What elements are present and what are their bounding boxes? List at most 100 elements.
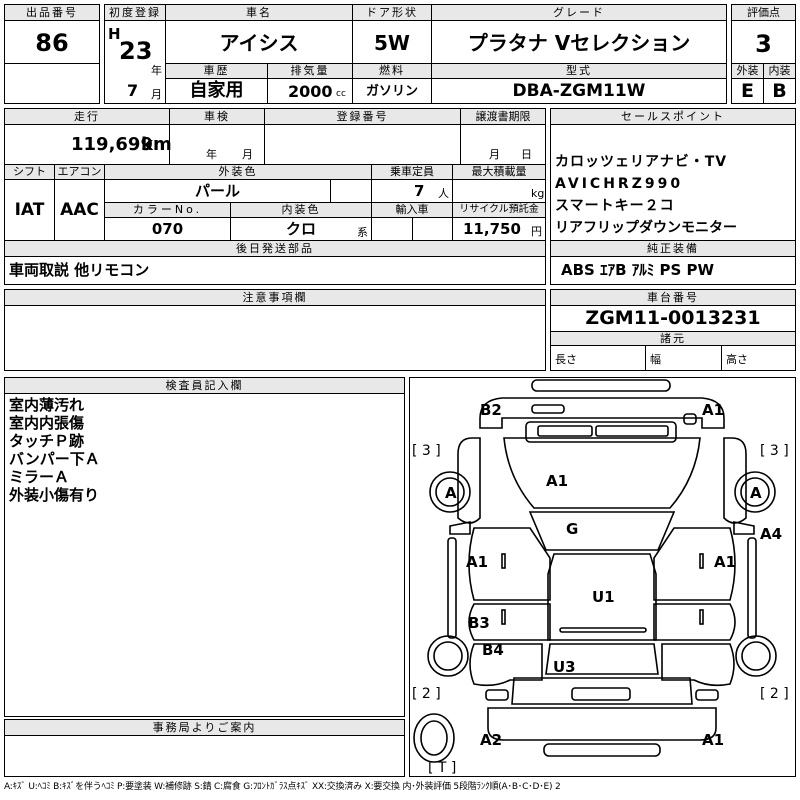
right-mirror [733,521,755,535]
mileage-cell: 119,699 km [4,124,172,165]
grade-label: グレード [431,4,727,21]
notes-label: 注意事項欄 [4,289,546,306]
interior-label: 内装 [763,63,796,79]
sales-point-line: カロッツェリアナビ・TV [555,154,728,170]
month-value: 7 [127,81,139,100]
spec-width-cell: 幅 [645,345,722,371]
door-label: ドア形状 [352,4,432,21]
back-door [511,677,693,705]
year-value: 23 [119,37,153,65]
mark-u3: U3 [553,658,576,676]
shift-label: シフト [4,164,55,180]
tread-front-right: [ 3 ] [760,443,789,459]
score-cell: 3 [731,20,796,64]
max-load-unit: kg [531,187,545,200]
first-reg-cell: H 23 年 7 月 [104,20,166,104]
hood [503,437,701,509]
history-label: 車歴 [165,63,268,79]
rear-window-line [559,627,647,633]
color-no-label: カラーNo. [104,202,231,218]
capacity-cell: 7 人 [371,179,453,203]
mark-a1-top-right: A1 [702,401,724,419]
header-section: 出品番号 86 初度登録 H 23 年 7 月 車名 アイシス ドア形状 5W … [4,4,796,104]
sales-point-line: リアフリップダウンモニター [555,220,737,236]
spec-height-label: 高さ [726,353,748,366]
mark-a1-right-door: A1 [714,553,736,571]
genuine-value: ABS ｴｱB ｱﾙﾐ PS PW [561,261,715,279]
spec-height-cell: 高さ [721,345,796,371]
score-label: 評価点 [731,4,796,21]
ac-cell: AAC [54,179,105,241]
sales-point-label: セールスポイント [550,108,796,125]
capacity-value: 7 [414,182,425,200]
office-label: 事務局よりご案内 [4,719,405,736]
history-value: 自家用 [189,80,244,101]
mileage-unit: km [141,134,172,155]
ext-color-value: パール [194,182,240,200]
displacement-unit: cc [336,89,346,99]
lot-cell: 86 [4,20,100,64]
right-door-rear [653,603,736,641]
spec-label: 諸元 [550,331,796,346]
exterior-value: E [741,80,754,102]
inspector-line: 外装小傷有り [9,486,100,504]
tread-spare: [ T ] [428,760,456,776]
rear-left-fender [469,643,543,687]
tire-rear-right-inner [741,641,771,671]
later-parts-label: 後日発送部品 [4,240,546,257]
mark-a1-hood: A1 [546,472,568,490]
year-unit: 年 [151,64,162,77]
car-name-cell: アイシス [165,20,353,64]
recycle-value: 11,750 [463,220,521,238]
ext-color-extra-cell [330,179,372,203]
grade-cell: プラタナ Vセレクション [431,20,727,64]
model-cell: DBA-ZGM11W [431,78,727,104]
spec-width-label: 幅 [650,353,661,366]
front-marker-right [683,413,697,425]
notes-box [4,305,546,371]
row2-section: 走行 119,699 km 車検 年 月 登録番号 譲渡書期限 月 日 セールス… [4,108,796,288]
left-door-front [468,527,551,601]
lot-value: 86 [35,29,69,57]
interior-cell: B [763,78,796,104]
inspector-label: 検査員記入欄 [4,377,405,394]
later-parts-cell: 車両取説 他リモコン [4,256,546,285]
left-mirror [449,521,471,535]
mark-g: G [566,520,578,538]
transfer-month-unit: 月 [489,148,500,161]
genuine-label: 純正装備 [550,240,796,257]
ext-color-label: 外装色 [104,164,372,180]
rear-marker-right [695,689,719,701]
exterior-label: 外装 [731,63,764,79]
tire-front-left-inner [435,477,465,507]
spare-tire-inner [420,720,448,756]
rear-bumper [487,707,717,741]
max-load-label: 最大積載量 [452,164,546,180]
roof [547,553,657,641]
mark-a1-left-door: A1 [466,553,488,571]
rear-marker-left [485,689,509,701]
mark-a1-bottom-right: A1 [702,731,724,749]
spec-length-cell: 長さ [550,345,646,371]
mark-b2: B2 [480,401,502,419]
car-diagram: B2 A1 A1 G A1 A1 A4 U1 B3 B4 U3 A2 A1 A … [412,379,789,776]
front-bumper-bar [531,379,671,392]
grade-value: プラタナ Vセレクション [467,31,691,55]
rear-lower-bar [543,743,661,757]
inspection-cell: 年 月 [169,124,265,165]
chassis-label: 車台番号 [550,289,796,306]
tread-rear-right: [ 2 ] [760,686,789,702]
reg-no-label: 登録番号 [264,108,461,125]
tread-front-left: [ 3 ] [412,443,441,459]
front-right-fender [723,437,747,524]
rear-plate [571,687,631,701]
displacement-value: 2000 [288,82,333,101]
displacement-cell: 2000 cc [267,78,353,104]
capacity-label: 乗車定員 [371,164,453,180]
left-handle-front [501,553,506,569]
sales-point-line: スマートキー２コ [555,198,675,214]
transfer-cell: 月 日 [460,124,546,165]
wiper-area [537,425,593,437]
lot-blank-cell [4,63,100,104]
model-label: 型式 [431,63,727,79]
